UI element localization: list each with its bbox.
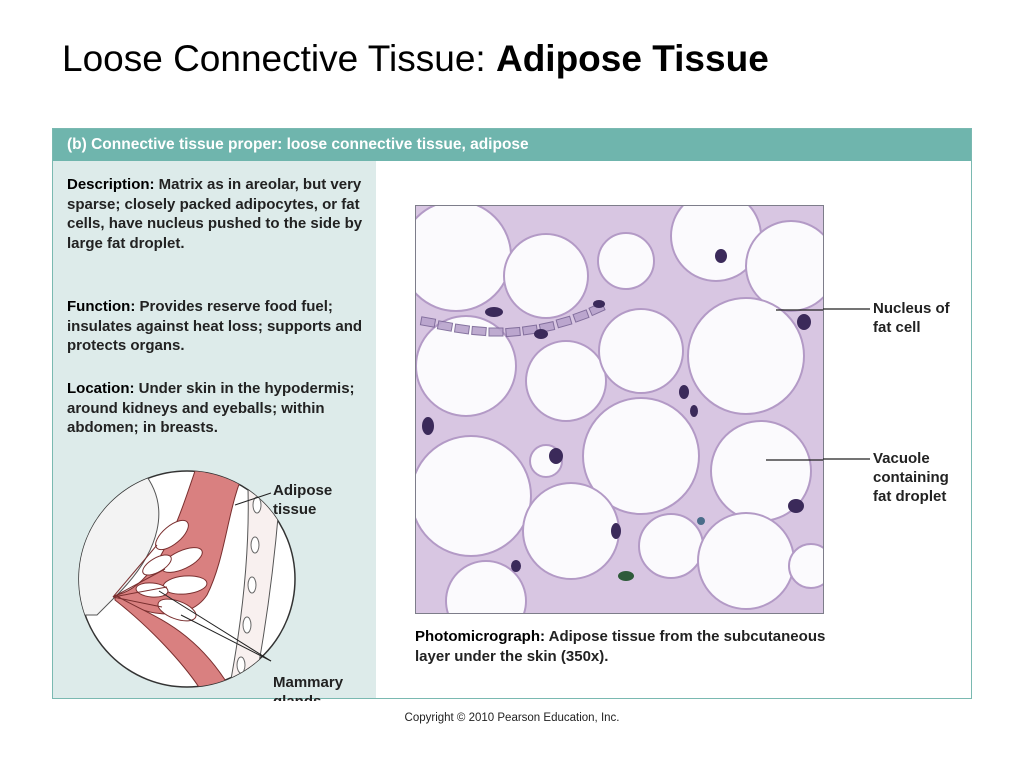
caption-text: Adipose tissue from the subcutaneous lay…: [415, 628, 826, 665]
location-label: Location:: [67, 380, 135, 397]
callout-vacuole-line2: containing: [873, 469, 949, 486]
slide-title-prefix: Loose Connective Tissue:: [62, 38, 496, 79]
function-label: Function:: [67, 298, 136, 315]
callout-vacuole: Vacuole containing fat droplet: [873, 449, 949, 506]
callout-nucleus: Nucleus of fat cell: [873, 299, 950, 337]
micrograph-caption: Photomicrograph: Adipose tissue from the…: [415, 627, 835, 667]
label-adipose-line1: Adipose: [273, 482, 332, 499]
location-block: Location: Under skin in the hypodermis; …: [67, 379, 372, 438]
breast-illustration: Adipose tissue Mammary glands: [78, 470, 344, 701]
label-mammary-line2: glands: [273, 693, 321, 701]
copyright-notice: Copyright © 2010 Pearson Education, Inc.: [404, 712, 620, 724]
slide-title: Loose Connective Tissue: Adipose Tissue: [62, 38, 769, 80]
callout-leader-lines: [823, 308, 870, 460]
callout-nucleus-line2: fat cell: [873, 319, 921, 336]
description-block: Description: Matrix as in areolar, but v…: [67, 175, 372, 253]
function-text: Provides reserve food fuel; insulates ag…: [67, 298, 363, 354]
adipocyte-cells-image: [416, 206, 823, 613]
caption-label: Photomicrograph:: [415, 628, 545, 645]
label-mammary-line1: Mammary: [273, 674, 344, 691]
function-block: Function: Provides reserve food fuel; in…: [67, 297, 372, 356]
slide-title-bold: Adipose Tissue: [495, 38, 769, 79]
left-info-column: Description: Matrix as in areolar, but v…: [53, 161, 376, 701]
callout-vacuole-line1: Vacuole: [873, 450, 930, 467]
label-adipose-line2: tissue: [273, 501, 316, 518]
photomicrograph: [415, 205, 824, 614]
description-label: Description:: [67, 176, 155, 193]
callout-vacuole-line3: fat droplet: [873, 488, 947, 505]
location-text: Under skin in the hypodermis; around kid…: [67, 380, 355, 436]
tissue-figure-panel: (b) Connective tissue proper: loose conn…: [52, 128, 972, 701]
panel-header: (b) Connective tissue proper: loose conn…: [53, 129, 971, 161]
description-text: Matrix as in areolar, but very sparse; c…: [67, 176, 363, 252]
callout-nucleus-line1: Nucleus of: [873, 300, 950, 317]
